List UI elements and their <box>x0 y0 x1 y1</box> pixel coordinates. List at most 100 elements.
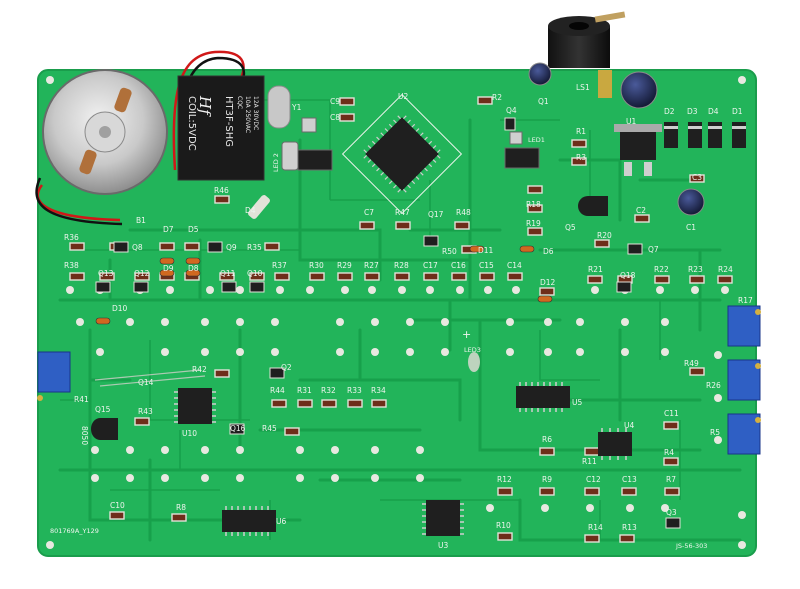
label-q16: Q16 <box>230 424 246 433</box>
label-d8: D8 <box>188 264 199 273</box>
label-q17: Q17 <box>428 210 444 219</box>
label-r47: R47 <box>395 208 410 217</box>
label-q7: Q7 <box>648 245 659 254</box>
label-r26: R26 <box>706 381 721 390</box>
trimmer-pots <box>37 305 761 455</box>
label-r41: R41 <box>74 395 89 404</box>
label-r46: R46 <box>214 186 229 195</box>
label-c15: C15 <box>479 261 494 270</box>
label-q12: Q12 <box>134 269 150 278</box>
label-d12: D12 <box>540 278 556 287</box>
label-r37: R37 <box>272 261 287 270</box>
relay-coil: COIL:5VDC <box>186 96 197 151</box>
label-r42: R42 <box>192 365 207 374</box>
label-r3: R3 <box>576 153 586 162</box>
label-c2: C2 <box>636 206 646 215</box>
board-id-label: 801769A_Y129 <box>50 527 99 535</box>
label-r19: R19 <box>526 219 541 228</box>
relay-spec1: CQC <box>236 96 243 109</box>
label-q18: Q18 <box>620 271 636 280</box>
label-c17: C17 <box>423 261 438 270</box>
label-r1: R1 <box>576 127 586 136</box>
label-r36: R36 <box>64 233 79 242</box>
label-q13: Q13 <box>98 269 114 278</box>
label-u10: U10 <box>182 429 197 438</box>
label-r49: R49 <box>684 359 699 368</box>
label-q9: Q9 <box>226 243 237 252</box>
label-c3: C3 <box>692 173 702 182</box>
label-r12: R12 <box>497 475 512 484</box>
label-ls1: LS1 <box>576 83 590 92</box>
label-u1: U1 <box>626 117 636 126</box>
label-d10: D10 <box>112 304 128 313</box>
label-u6: U6 <box>276 517 286 526</box>
label-c16: C16 <box>451 261 466 270</box>
label-8050: 8050 <box>80 426 89 445</box>
label-d5: D5 <box>188 225 199 234</box>
label-r9: R9 <box>542 475 552 484</box>
label-q8: Q8 <box>132 243 143 252</box>
ic-packages <box>174 382 632 536</box>
relay-spec3: 12A 30VDC <box>252 96 259 130</box>
label-d9: D9 <box>163 264 174 273</box>
label-led2: LED 2 <box>272 153 280 172</box>
relay: Hf HT3F-SHG COIL:5VDC CQC 10A 250VAC 12A… <box>177 75 265 181</box>
label-d4: D4 <box>245 206 256 215</box>
label-r30: R30 <box>309 261 324 270</box>
label-u2: U2 <box>398 92 408 101</box>
label-d7: D7 <box>163 225 174 234</box>
label-r29: R29 <box>337 261 352 270</box>
label-r10: R10 <box>496 521 511 530</box>
label-c11: C11 <box>664 409 679 418</box>
label-u4: U4 <box>624 421 634 430</box>
pcb-board <box>38 70 756 556</box>
capacitor-c <box>528 62 552 86</box>
relay-spec2: 10A 250VAC <box>244 96 251 133</box>
label-c8: C8 <box>330 113 340 122</box>
label-c1: C1 <box>686 223 696 232</box>
label-y1: Y1 <box>291 103 302 112</box>
label-d2: D2 <box>664 107 675 116</box>
label-q2: Q2 <box>281 363 292 372</box>
label-d1: D1 <box>732 107 743 116</box>
smd-components <box>69 96 733 543</box>
label-r2: R2 <box>492 93 502 102</box>
capacitor-c1 <box>677 188 705 216</box>
label-q14: Q14 <box>138 378 154 387</box>
buzzer <box>548 11 626 68</box>
label-r28: R28 <box>394 261 409 270</box>
label-r31: R31 <box>297 386 312 395</box>
label-q1: Q1 <box>538 97 549 106</box>
label-r43: R43 <box>138 407 153 416</box>
label-d11: D11 <box>478 246 494 255</box>
label-r44: R44 <box>270 386 285 395</box>
label-r27: R27 <box>364 261 379 270</box>
label-q5: Q5 <box>565 223 576 232</box>
label-r23: R23 <box>688 265 703 274</box>
label-d3: D3 <box>687 107 698 116</box>
label-r4: R4 <box>664 448 674 457</box>
motor-wire-black <box>35 177 123 226</box>
label-r11: R11 <box>582 457 597 466</box>
through-hole-pads <box>46 76 746 549</box>
label-r20: R20 <box>597 231 612 240</box>
capacitor-yellow <box>598 70 612 98</box>
silkscreen-labels: B1 R36 D7 D5 Q8 Q9 R35 R46 D4 R38 Q13 Q1… <box>50 83 753 550</box>
label-b1: B1 <box>136 216 146 225</box>
label-c13: C13 <box>622 475 637 484</box>
label-r35: R35 <box>247 243 262 252</box>
label-r14: R14 <box>588 523 603 532</box>
voltage-regulator <box>614 124 662 176</box>
label-d6: D6 <box>543 247 554 256</box>
label-r13: R13 <box>622 523 637 532</box>
relay-brand: Hf <box>196 95 214 117</box>
label-r33: R33 <box>347 386 362 395</box>
label-r6: R6 <box>542 435 552 444</box>
label-r8: R8 <box>176 503 186 512</box>
label-d4b: D4 <box>708 107 719 116</box>
label-led1: LED1 <box>528 136 545 144</box>
label-c14: C14 <box>507 261 522 270</box>
relay-model: HT3F-SHG <box>223 96 234 147</box>
led-pairs <box>281 117 540 171</box>
label-u5: U5 <box>572 398 582 407</box>
